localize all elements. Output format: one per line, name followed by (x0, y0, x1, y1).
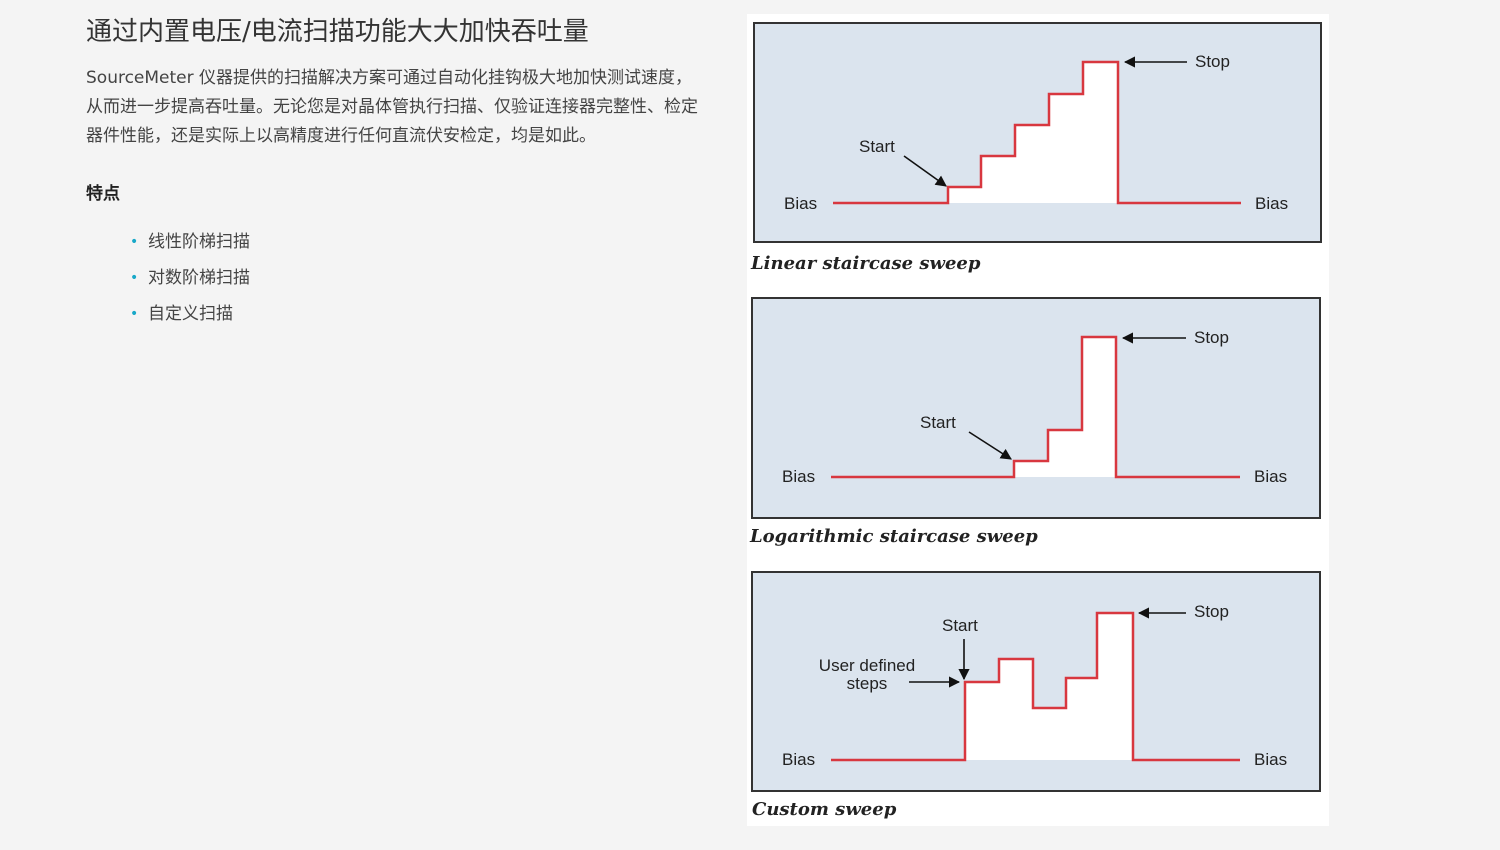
feature-label: 对数阶梯扫描 (148, 268, 250, 288)
custom-bias-left-label: Bias (782, 750, 815, 769)
sweep-diagrams-svg: Bias Bias Start Stop Linear staircase sw… (749, 22, 1322, 820)
features-list: • 线性阶梯扫描 • 对数阶梯扫描 • 自定义扫描 (130, 224, 706, 332)
log-start-label: Start (920, 413, 956, 432)
custom-start-label: Start (942, 616, 978, 635)
linear-sweep-diagram: Bias Bias Start Stop Linear staircase sw… (750, 22, 1322, 274)
log-start-arrow (968, 431, 1012, 460)
feature-label: 线性阶梯扫描 (148, 232, 250, 252)
feature-label: 自定义扫描 (148, 304, 233, 324)
custom-sweep-fill (965, 613, 1133, 760)
linear-sweep-caption: Linear staircase sweep (750, 253, 981, 274)
log-sweep-fill (1014, 337, 1116, 477)
custom-sweep-line (831, 611, 1240, 762)
log-stop-label: Stop (1194, 328, 1229, 347)
feature-item: • 自定义扫描 (130, 296, 706, 332)
bullet-dot-icon: • (130, 306, 139, 322)
log-sweep-panel (751, 297, 1321, 519)
feature-item: • 线性阶梯扫描 (130, 224, 706, 260)
sweep-diagrams-figure: Bias Bias Start Stop Linear staircase sw… (747, 14, 1329, 826)
feature-item: • 对数阶梯扫描 (130, 260, 706, 296)
linear-start-arrow (903, 155, 947, 187)
log-bias-left-label: Bias (782, 467, 815, 486)
linear-start-label: Start (859, 137, 895, 156)
text-column: 通过内置电压/电流扫描功能大大加快吞吐量 SourceMeter 仪器提供的扫描… (86, 12, 706, 332)
log-sweep-diagram: Bias Bias Start Stop Logarithmic stairca… (749, 297, 1321, 547)
log-bias-right-label: Bias (1254, 467, 1287, 486)
custom-stop-label: Stop (1194, 602, 1229, 621)
description: SourceMeter 仪器提供的扫描解决方案可通过自动化挂钩极大地加快测试速度… (86, 68, 698, 146)
log-sweep-caption: Logarithmic staircase sweep (749, 526, 1038, 547)
custom-steps-label-line1: User defined (819, 656, 915, 675)
log-sweep-line (831, 335, 1240, 479)
custom-sweep-caption: Custom sweep (752, 799, 897, 820)
bullet-dot-icon: • (130, 234, 139, 250)
custom-steps-label-line2: steps (847, 674, 888, 693)
bullet-dot-icon: • (130, 270, 139, 286)
page-title: 通过内置电压/电流扫描功能大大加快吞吐量 (86, 17, 589, 47)
custom-sweep-diagram: Bias Bias Start User defined steps Stop … (751, 571, 1321, 820)
linear-sweep-fill (948, 62, 1118, 203)
linear-sweep-line (833, 60, 1241, 205)
linear-bias-left-label: Bias (784, 194, 817, 213)
custom-bias-right-label: Bias (1254, 750, 1287, 769)
features-title: 特点 (86, 184, 120, 204)
linear-bias-right-label: Bias (1255, 194, 1288, 213)
linear-stop-label: Stop (1195, 52, 1230, 71)
